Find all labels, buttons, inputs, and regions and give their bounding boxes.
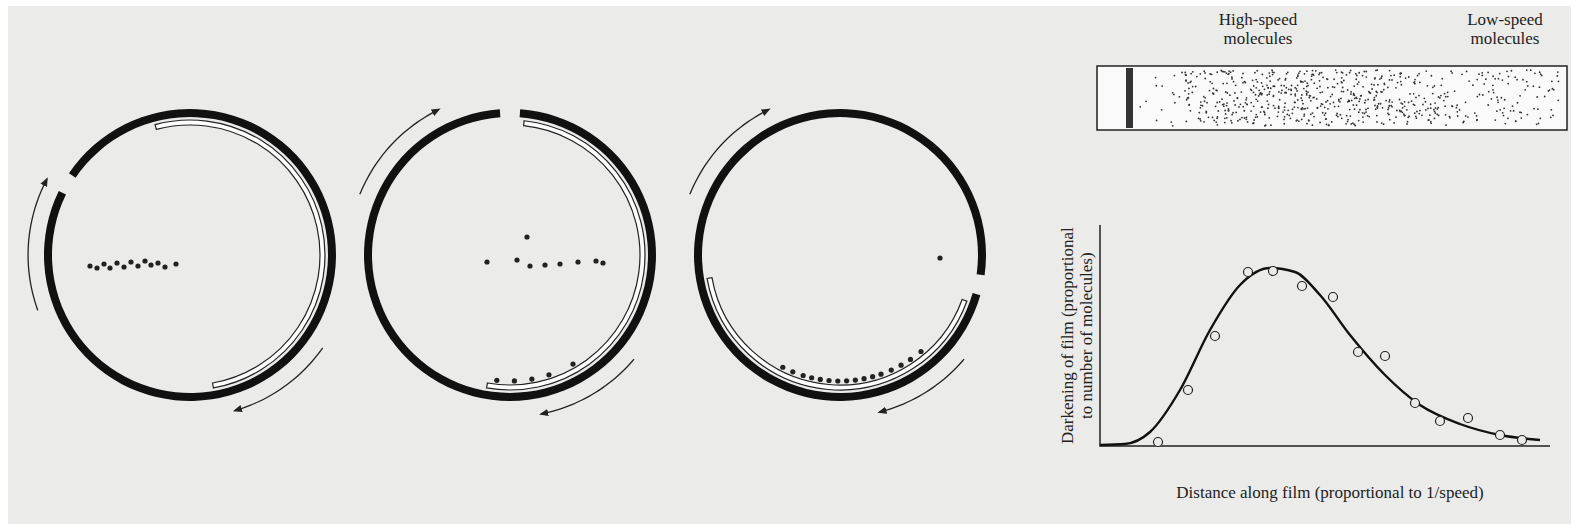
rotation-arrow — [28, 179, 47, 310]
deposited-molecule — [835, 378, 840, 383]
molecule — [121, 264, 126, 269]
molecule — [173, 261, 178, 266]
deposited-molecule — [818, 377, 823, 382]
molecule — [527, 263, 532, 268]
deposited-molecule — [898, 363, 903, 368]
molecule — [114, 260, 119, 265]
deposited-molecule — [878, 372, 883, 377]
deposited-molecule — [512, 378, 517, 383]
molecule — [557, 261, 562, 266]
molecule — [514, 257, 519, 262]
molecule — [155, 260, 160, 265]
deposited-molecule — [889, 368, 894, 373]
axis-label: Distance along film (proportional to 1/s… — [1170, 484, 1490, 503]
deposited-molecule — [870, 374, 875, 379]
molecule — [542, 262, 547, 267]
molecule — [148, 262, 153, 267]
deposited-molecule — [801, 373, 806, 378]
rotation-arrow — [690, 109, 769, 194]
deposited-molecule — [494, 378, 499, 383]
deposited-molecule — [780, 365, 785, 370]
deposited-molecule — [918, 349, 923, 354]
molecule — [101, 261, 106, 266]
distribution-graph — [1100, 225, 1550, 447]
molecule — [142, 258, 147, 263]
deposited-molecule — [790, 369, 795, 374]
rotating-drum — [690, 109, 986, 412]
molecule — [600, 260, 605, 265]
molecule — [107, 265, 112, 270]
film — [707, 278, 967, 390]
molecule — [484, 259, 489, 264]
deposited-molecule — [908, 357, 913, 362]
deposited-molecule — [570, 362, 575, 367]
deposited-molecule — [826, 378, 831, 383]
axis-label: Darkening of film (proportional to numbe… — [1059, 221, 1096, 451]
molecule — [524, 234, 529, 239]
drum-wall — [44, 109, 336, 401]
molecule — [94, 265, 99, 270]
deposited-molecule — [529, 376, 534, 381]
background — [8, 6, 1571, 524]
molecule — [128, 259, 133, 264]
molecule — [937, 255, 942, 260]
rotating-drum — [360, 109, 656, 414]
deposited-molecule — [809, 375, 814, 380]
film-end-label: Low-speed molecules — [1440, 11, 1570, 48]
rotation-arrow — [235, 348, 323, 411]
rotating-drum — [28, 109, 336, 411]
molecule — [575, 259, 580, 264]
molecule — [162, 264, 167, 269]
molecule — [593, 258, 598, 263]
deposited-molecule — [861, 376, 866, 381]
film-strip — [1097, 66, 1567, 130]
film-end-label: High-speed molecules — [1188, 11, 1328, 48]
deposited-molecule — [844, 378, 849, 383]
deposited-molecule — [546, 372, 551, 377]
rotation-arrow — [360, 109, 439, 194]
drum-wall — [364, 109, 656, 401]
drum-wall — [694, 109, 986, 401]
rotation-arrow — [541, 359, 634, 414]
rotation-arrow — [879, 359, 964, 412]
deposited-molecule — [853, 377, 858, 382]
molecule — [135, 263, 140, 268]
molecule — [87, 263, 92, 268]
